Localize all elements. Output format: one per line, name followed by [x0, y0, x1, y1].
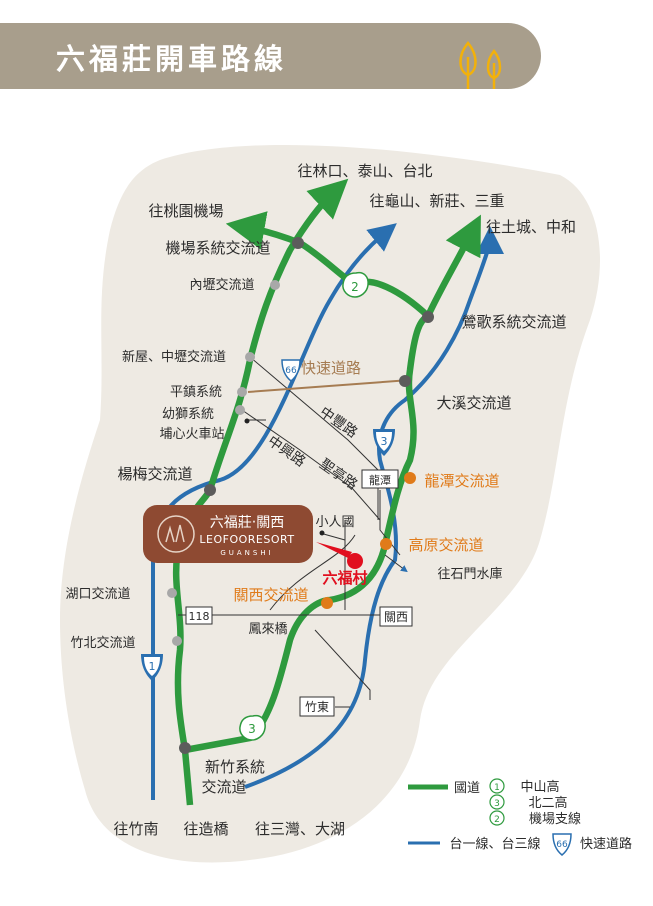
label-leofoo-village: 六福村 — [322, 569, 367, 587]
destination-dot — [347, 553, 363, 569]
station-dot — [244, 418, 250, 424]
legend: 國道 1 中山高 3 北二高 2 機場支線 台一線、台三線 66 快速道路 — [408, 778, 632, 856]
freeway-2 — [225, 211, 431, 319]
legend-f1: 中山高 — [520, 779, 559, 795]
label-neili: 內壢交流道 — [189, 277, 254, 293]
legend-provincial: 台一線、台三線 — [449, 836, 540, 852]
direction-guishan: 往龜山、新莊、三重 — [369, 192, 504, 210]
legend-f3: 北二高 — [528, 795, 567, 811]
svg-text:關西: 關西 — [384, 610, 408, 624]
route-66-shield: 66 — [281, 359, 301, 382]
expressway-66 — [247, 379, 411, 393]
interchange-dot — [204, 484, 216, 496]
page-title: 六福莊開車路線 — [56, 42, 288, 76]
direction-zaoqiao: 往造橋 — [183, 820, 228, 838]
local-road — [241, 409, 381, 521]
direction-sanwan: 往三灣、大湖 — [255, 820, 345, 838]
interchange-dot — [399, 375, 411, 387]
direction-shimen: 往石門水庫 — [437, 567, 502, 582]
svg-text:2: 2 — [351, 280, 359, 294]
svg-text:66: 66 — [285, 366, 297, 376]
tree-icon — [459, 41, 502, 89]
interchange-dot — [245, 352, 255, 362]
label-daxi: 大溪交流道 — [436, 394, 511, 412]
freeway-2-shield: 2 — [342, 271, 369, 298]
guanxi-box: 關西 — [379, 606, 413, 627]
direction-zhunan: 往竹南 — [113, 820, 158, 838]
local-road — [314, 629, 371, 700]
freeway-3-shield-south: 3 — [239, 714, 266, 741]
interchange-dot — [292, 237, 304, 249]
logo-sub: GUANSHI — [220, 549, 273, 557]
direction-tucheng: 往土城、中和 — [486, 218, 576, 236]
label-hukou: 湖口交流道 — [65, 586, 130, 602]
label-xinwu: 新屋、中壢交流道 — [122, 349, 226, 365]
label-expressway-66: 快速道路 — [301, 359, 361, 377]
legend-f2: 機場支線 — [529, 811, 581, 827]
svg-text:1: 1 — [149, 660, 156, 673]
label-fenglai: 鳳來橋 — [248, 622, 287, 637]
region-background — [60, 144, 600, 863]
label-pingzhen: 平鎮系統 — [170, 384, 222, 400]
interchange-dot — [167, 588, 177, 598]
svg-text:2: 2 — [494, 815, 500, 825]
interchange-dot — [235, 405, 245, 415]
svg-text:118: 118 — [189, 610, 210, 623]
svg-text:龍潭: 龍潭 — [369, 473, 391, 487]
label-gaoyuan: 高原交流道 — [408, 536, 483, 554]
svg-text:3: 3 — [381, 435, 388, 448]
label-airport-jct: 機場系統交流道 — [165, 239, 270, 257]
interchange-dot — [172, 636, 182, 646]
direction-airport: 往桃園機場 — [148, 202, 223, 220]
interchange-dot-highlight — [321, 597, 333, 609]
longtan-box: 龍潭 — [361, 469, 399, 489]
interchange-dot-highlight — [404, 472, 416, 484]
local-road — [379, 490, 401, 556]
svg-text:竹東: 竹東 — [305, 700, 329, 714]
freeway-3-shield: 3 — [373, 429, 395, 456]
station-dot — [319, 530, 325, 536]
label-puxin: 埔心火車站 — [159, 427, 224, 442]
freeway-1-shield: 1 — [141, 654, 163, 681]
label-longtan: 龍潭交流道 — [424, 472, 499, 490]
label-zhubei: 竹北交流道 — [70, 635, 135, 651]
interchange-dot — [422, 311, 434, 323]
zhudong-box: 竹東 — [299, 696, 335, 717]
route-118-box: 118 — [185, 606, 213, 625]
local-road — [249, 356, 379, 520]
label-hsinchu-jct-1: 新竹系統 — [205, 758, 265, 776]
direction-top-north: 往林口、泰山、台北 — [297, 162, 432, 180]
legend-expressway: 快速道路 — [580, 836, 632, 852]
label-xiaorenguo: 小人國 — [315, 515, 354, 530]
label-yingge: 鶯歌系統交流道 — [461, 313, 566, 331]
label-guanxi: 關西交流道 — [233, 586, 308, 604]
local-road — [384, 554, 408, 573]
svg-text:1: 1 — [494, 783, 500, 793]
interchange-dot — [237, 387, 247, 397]
leofoo-logo: 六福莊‧關西 LEOFOORESORT GUANSHI — [143, 505, 313, 563]
label-hsinchu-jct-2: 交流道 — [201, 778, 246, 796]
title-banner: 六福莊開車路線 — [0, 23, 541, 89]
label-yangmei: 楊梅交流道 — [117, 465, 192, 483]
logo-chinese: 六福莊‧關西 — [210, 515, 284, 531]
interchange-dot-highlight — [380, 538, 392, 550]
logo-english: LEOFOORESORT — [199, 533, 294, 546]
legend-freeway: 國道 — [454, 781, 480, 796]
interchange-dot — [179, 742, 191, 754]
local-road — [269, 534, 356, 611]
svg-text:3: 3 — [248, 722, 256, 736]
destination-pointer — [316, 542, 352, 558]
svg-text:3: 3 — [494, 799, 500, 809]
label-youshi: 幼獅系統 — [162, 407, 214, 422]
svg-text:66: 66 — [556, 840, 568, 850]
interchange-dot — [270, 280, 280, 290]
